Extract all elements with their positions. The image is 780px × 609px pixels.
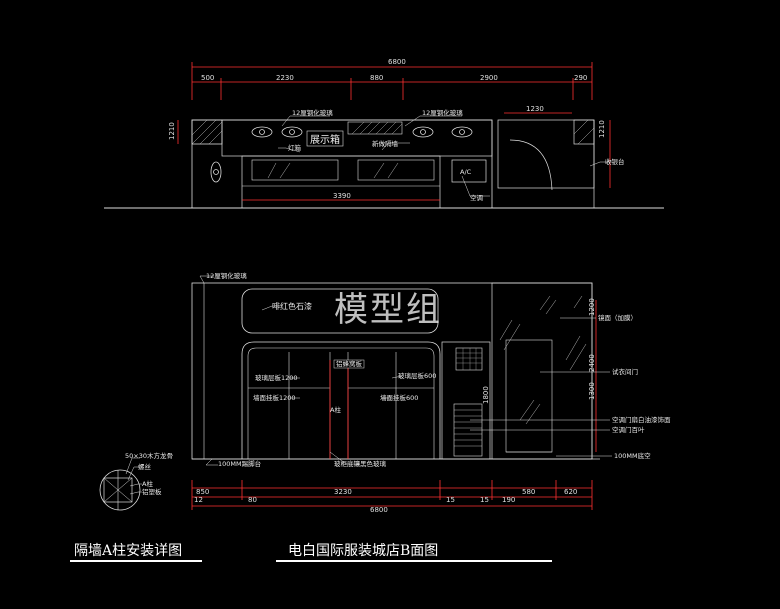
dim-vert-1: 1200 (588, 298, 596, 316)
label-light-box: 灯箱 (288, 143, 302, 152)
dim-bottom2-1: 12 (194, 496, 203, 504)
dim-top-5: 290 (574, 74, 587, 82)
dim-1230: 1230 (526, 105, 544, 113)
label-b: 墙面挂板1200 (253, 393, 296, 402)
label-fitting-door: 试衣间门 (612, 367, 638, 376)
label-base: 100MM底空 (614, 451, 651, 460)
dim-bottom-4: 620 (564, 488, 577, 496)
label-new-wall: 新做隔墙 (372, 139, 399, 148)
title-left-underline (70, 560, 202, 562)
label-g: 玻柜底镶黑色玻璃 (334, 459, 387, 468)
label-ac: 空调 (470, 193, 483, 202)
label-glass-top-right: 12厘钢化玻璃 (422, 108, 463, 117)
dim-right-vertical: 1210 (598, 120, 606, 138)
label-a: 玻璃层板1200 (255, 373, 298, 382)
dim-bottom2-3: 15 (446, 496, 455, 504)
detail-label-1: 50×30木方龙骨 (125, 451, 173, 460)
label-stone: 啡红色石漆 (272, 301, 312, 311)
detail-label-2: 螺丝 (138, 462, 152, 471)
watermark: 模型组 (334, 290, 442, 330)
dim-vert-4: 1800 (482, 386, 490, 404)
ac-unit-label: A/C (460, 168, 472, 176)
dim-vert-3: 1300 (588, 382, 596, 400)
label-e: A柱 (330, 405, 341, 414)
dim-top-total: 6800 (388, 58, 406, 66)
dim-bottom2-4: 15 (480, 496, 489, 504)
dim-top-3: 880 (370, 74, 383, 82)
dim-bottom-2: 3230 (334, 488, 352, 496)
detail-label-4: 铝塑板 (142, 487, 162, 496)
lower-elevation: 1200 2400 1300 1800 850 3230 580 620 12 … (191, 271, 671, 514)
label-counter: 收银台 (605, 157, 625, 166)
label-d: 墙面挂板600 (380, 393, 418, 402)
label-glass-top: 12厘钢化玻璃 (206, 271, 247, 280)
label-ac-louver: 空调门百叶 (612, 425, 645, 434)
dim-top-4: 2900 (480, 74, 498, 82)
title-left: 隔墙A柱安装详图 (74, 543, 183, 559)
dim-left-vertical: 1210 (168, 122, 176, 140)
dim-bottom2-2: 80 (248, 496, 257, 504)
dim-top-2: 2230 (276, 74, 294, 82)
dim-bottom-1: 850 (196, 488, 209, 496)
dim-bottom2-5: 190 (502, 496, 515, 504)
label-h: 100MM踢脚台 (218, 459, 261, 468)
title-right: 电白国际服装城店B面图 (288, 543, 439, 559)
dim-bottom-3: 580 (522, 488, 535, 496)
dim-top-1: 500 (201, 74, 214, 82)
label-display-box: 展示箱 (310, 133, 340, 146)
column-detail: 50×30木方龙骨 螺丝 A柱 铝塑板 (99, 451, 173, 511)
dim-vert-2: 2400 (588, 354, 596, 372)
label-f: 铝蜂窝板 (336, 359, 363, 368)
detail-label-3: A柱 (142, 479, 153, 488)
label-ac-door-paint: 空调门扇白油漆饰面 (612, 415, 671, 424)
label-c: 玻璃层板600 (398, 371, 436, 380)
dim-3390: 3390 (333, 192, 351, 200)
label-mirror: 镜面（加膜） (598, 313, 637, 322)
title-right-underline (276, 560, 552, 562)
upper-elevation: 6800 500 2230 880 2900 290 (104, 58, 664, 209)
dim-bottom-total: 6800 (370, 506, 388, 514)
label-glass-top-left: 12厘钢化玻璃 (292, 108, 333, 117)
